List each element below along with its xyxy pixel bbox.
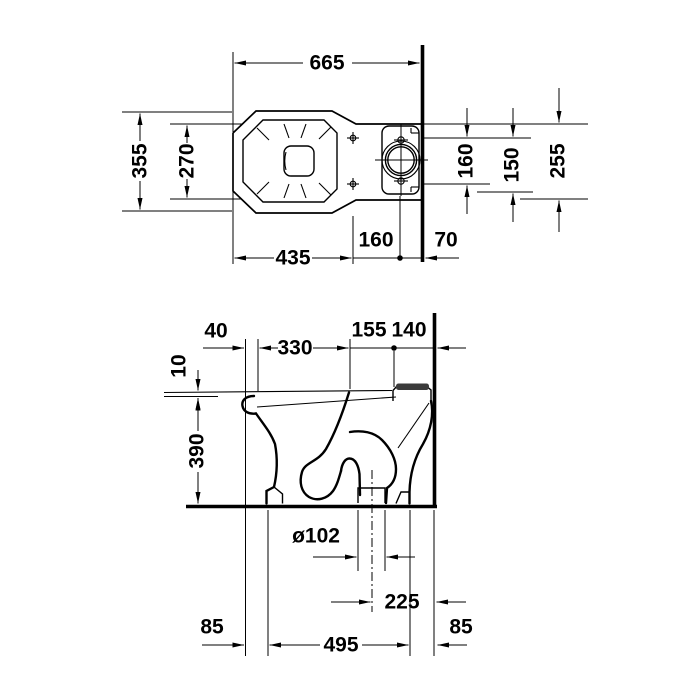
toilet-profile: [241, 383, 434, 505]
dim-40: 40: [203, 320, 244, 351]
trap-outlet: [348, 430, 398, 505]
seat-fixing-hole-top: [347, 132, 359, 144]
dim-160-outlet-label: 160: [358, 229, 393, 252]
dim-330-label: 330: [277, 337, 312, 360]
dim-665-label: 665: [309, 52, 344, 75]
dim-outlet-diameter-label: ø102: [292, 525, 340, 548]
dim-85-front-label: 85: [200, 616, 224, 639]
dim-150: 150: [501, 108, 524, 222]
connector-bolt-hole-top: [394, 136, 408, 144]
dim-225-label: 225: [384, 591, 419, 614]
dim-225: 225: [331, 591, 466, 614]
dim-270: 270: [170, 123, 242, 200]
plan-view: 665 355 270 16: [122, 45, 588, 270]
rear-foot: [395, 491, 410, 504]
bowl-rim-inner: [242, 119, 338, 203]
cistern-lid-band: [396, 383, 429, 390]
rear-exterior: [408, 399, 434, 505]
dim-355: 355: [122, 111, 232, 212]
trap-weir: [339, 457, 362, 497]
rear-diagonal-line: [397, 402, 430, 449]
dim-270-label: 270: [176, 143, 199, 178]
bowl-back-and-trap: [299, 391, 351, 501]
dim-outlet-diameter: ø102: [292, 525, 415, 560]
dim-435: 435: [234, 216, 354, 270]
dim-70: 70: [402, 229, 459, 261]
bowl-sump-outline: [283, 145, 315, 177]
elevation-extension-lines: [245, 339, 435, 656]
dim-10-label: 10: [168, 354, 191, 377]
front-foot: [273, 486, 284, 504]
dim-160-outlet: 160: [353, 196, 403, 261]
dim-330: 330: [259, 337, 349, 360]
dim-140: 140: [391, 319, 466, 351]
dim-155-label: 155: [351, 319, 386, 342]
dim-160-holes: 160: [455, 108, 478, 214]
dim-495-label: 495: [323, 634, 358, 657]
dim-160-holes-label: 160: [455, 143, 478, 178]
dim-140-label: 140: [391, 319, 426, 342]
dim-255: 255: [547, 88, 570, 232]
dim-85-rear-label: 85: [449, 616, 473, 639]
pedestal-front: [254, 412, 278, 505]
dim-390: 390: [186, 399, 209, 504]
dim-255-label: 255: [547, 143, 570, 178]
dim-150-label: 150: [501, 147, 524, 182]
dim-155: 155: [350, 319, 397, 351]
dim-355-label: 355: [129, 143, 152, 178]
dim-40-label: 40: [204, 320, 227, 343]
dim-390-label: 390: [186, 433, 209, 468]
elevation-view: 40 330 155 140 10 390: [163, 313, 473, 657]
seat-fixing-hole-bottom: [347, 178, 359, 190]
dim-665: 665: [232, 52, 420, 264]
rim-tick-lines: [256, 123, 332, 199]
seat-top-line: [163, 389, 393, 394]
plan-right-extension-lines: [424, 123, 588, 200]
front-rim-nose: [241, 394, 258, 415]
rim-top-line: [256, 396, 397, 408]
drain-spigot: [357, 487, 386, 503]
dim-85-front: 85: [200, 616, 244, 648]
dim-435-label: 435: [275, 247, 310, 270]
dim-70-label: 70: [434, 229, 457, 252]
connector-bolt-hole-bottom: [394, 177, 408, 185]
dim-85-rear: 85: [437, 616, 473, 648]
dim-495: 495: [269, 634, 409, 657]
sump-arc: [284, 151, 287, 171]
